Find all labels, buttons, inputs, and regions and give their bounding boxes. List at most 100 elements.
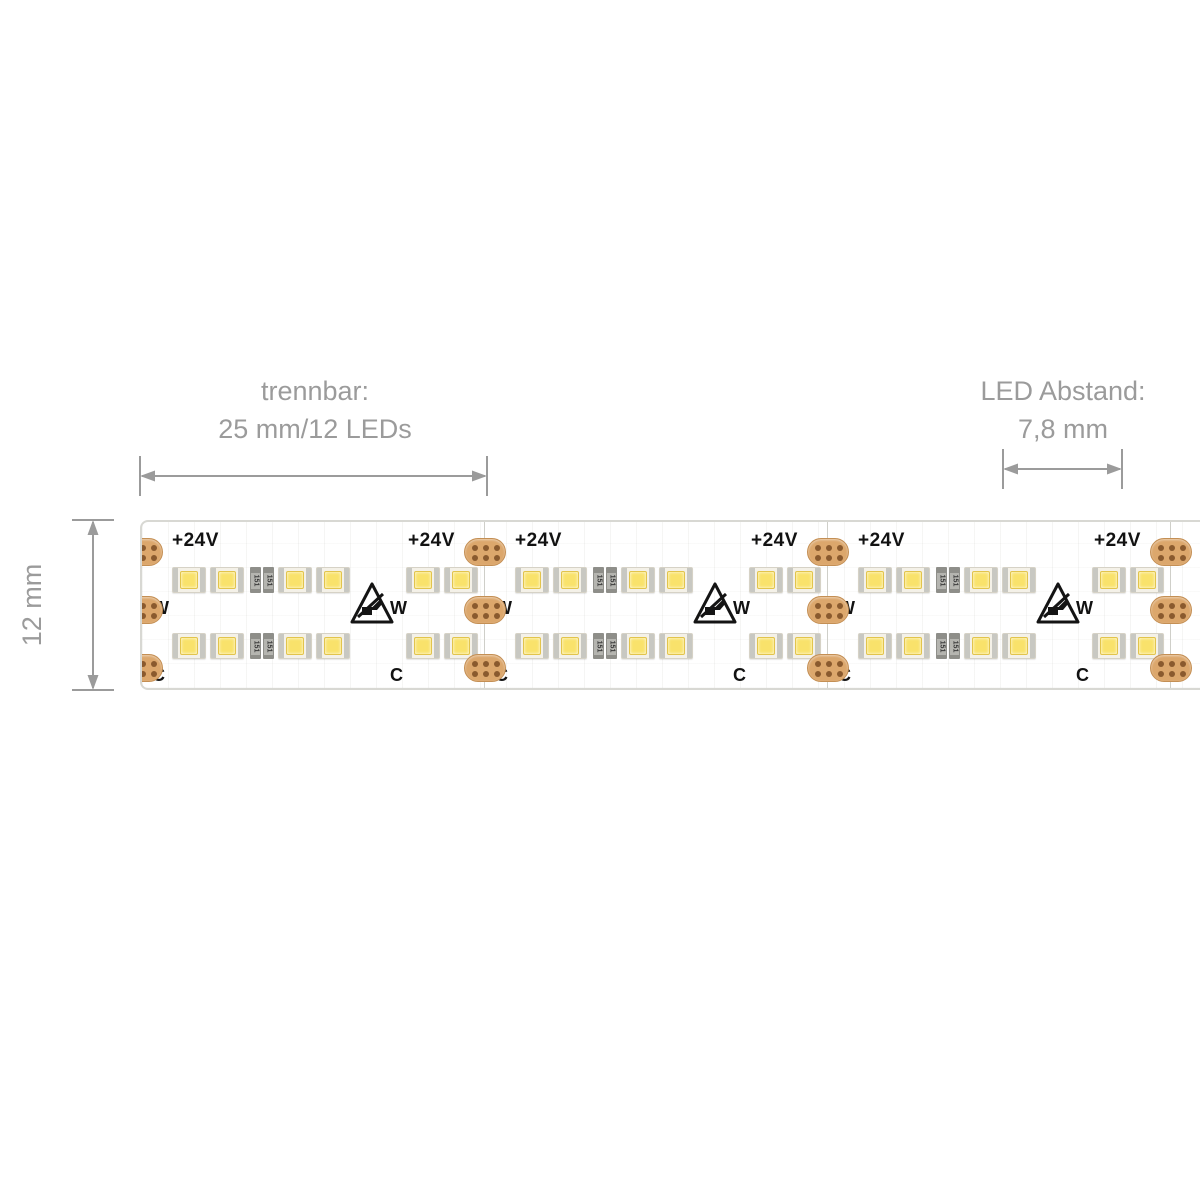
pad-hole	[494, 555, 500, 561]
pad-hole	[826, 661, 832, 667]
led-chip	[964, 567, 998, 593]
resistor-label: 151	[938, 574, 945, 586]
resistor-label: 151	[951, 640, 958, 652]
pad-hole	[1169, 671, 1175, 677]
led-chip	[553, 567, 587, 593]
pad-hole	[151, 603, 157, 609]
led-die	[523, 637, 541, 655]
led-chip	[278, 567, 312, 593]
resistor-label: 151	[265, 574, 272, 586]
led-chip	[406, 567, 440, 593]
pad-hole	[1169, 613, 1175, 619]
led-chip	[278, 633, 312, 659]
resistor-label: 151	[252, 640, 259, 652]
pad-hole	[1169, 661, 1175, 667]
warm-white-label: W	[1076, 598, 1093, 618]
pad-hole	[494, 603, 500, 609]
led-chip	[316, 567, 350, 593]
resistor-label: 151	[595, 574, 602, 586]
pad-hole	[1158, 613, 1164, 619]
resistor: 151	[606, 567, 617, 593]
led-chip	[749, 633, 783, 659]
led-chip	[316, 633, 350, 659]
led-die	[757, 571, 775, 589]
pad-hole	[1180, 545, 1186, 551]
led-die	[414, 637, 432, 655]
pad-hole	[837, 603, 843, 609]
pad-hole	[142, 671, 146, 677]
pad-hole	[483, 671, 489, 677]
solder-pad	[1150, 654, 1192, 682]
led-chip	[444, 567, 478, 593]
pad-hole	[1180, 555, 1186, 561]
resistor-label: 151	[951, 574, 958, 586]
pad-hole	[483, 603, 489, 609]
pad-hole	[1180, 603, 1186, 609]
led-die	[1138, 571, 1156, 589]
led-chip	[659, 567, 693, 593]
led-die	[866, 637, 884, 655]
led-chip	[210, 567, 244, 593]
solder-pad	[142, 654, 163, 682]
strip-texture	[142, 522, 1200, 688]
led-die	[180, 637, 198, 655]
esd-warning-icon	[693, 582, 737, 624]
voltage-label: +24V	[751, 530, 798, 551]
trennbar-label: trennbar: 25 mm/12 LEDs	[140, 372, 490, 449]
voltage-label: +24V	[858, 530, 905, 551]
pad-hole	[1158, 555, 1164, 561]
pad-hole	[1158, 661, 1164, 667]
pad-hole	[826, 555, 832, 561]
led-chip	[406, 633, 440, 659]
pad-hole	[815, 603, 821, 609]
pad-hole	[1158, 603, 1164, 609]
pad-hole	[837, 671, 843, 677]
resistor: 151	[606, 633, 617, 659]
resistor-label: 151	[938, 640, 945, 652]
led-die	[904, 571, 922, 589]
cold-white-label: C	[1076, 665, 1089, 685]
led-die	[523, 571, 541, 589]
led-die	[795, 571, 813, 589]
pad-hole	[1180, 671, 1186, 677]
resistor: 151	[593, 567, 604, 593]
solder-pad	[464, 596, 506, 624]
pad-hole	[826, 613, 832, 619]
led-chip	[1092, 633, 1126, 659]
pad-hole	[472, 671, 478, 677]
led-die	[324, 637, 342, 655]
led-chip	[896, 567, 930, 593]
resistor: 151	[949, 633, 960, 659]
solder-pad	[807, 654, 849, 682]
trennbar-label-line2: 25 mm/12 LEDs	[218, 414, 412, 445]
led-die	[795, 637, 813, 655]
led-die	[904, 637, 922, 655]
solder-pad	[464, 538, 506, 566]
pad-hole	[815, 545, 821, 551]
pad-hole	[815, 613, 821, 619]
warm-white-label: W	[390, 598, 407, 618]
pad-hole	[815, 661, 821, 667]
pad-hole	[151, 545, 157, 551]
pad-hole	[494, 545, 500, 551]
resistor: 151	[250, 633, 261, 659]
led-die	[218, 637, 236, 655]
led-die	[218, 571, 236, 589]
led-die	[452, 637, 470, 655]
led-chip	[749, 567, 783, 593]
resistor-label: 151	[608, 640, 615, 652]
resistor-label: 151	[608, 574, 615, 586]
led-chip	[553, 633, 587, 659]
solder-pad	[807, 596, 849, 624]
led-chip	[210, 633, 244, 659]
pad-hole	[815, 671, 821, 677]
solder-pad	[1150, 596, 1192, 624]
led-chip	[1002, 567, 1036, 593]
led-die	[667, 571, 685, 589]
pad-hole	[1169, 603, 1175, 609]
resistor-label: 151	[252, 574, 259, 586]
led-abstand-label: LED Abstand: 7,8 mm	[888, 372, 1200, 449]
pad-hole	[472, 661, 478, 667]
pad-hole	[837, 613, 843, 619]
led-strip-content: +24V+24VWCWC151151151151 +24V+24VWCWC151…	[142, 522, 1200, 688]
